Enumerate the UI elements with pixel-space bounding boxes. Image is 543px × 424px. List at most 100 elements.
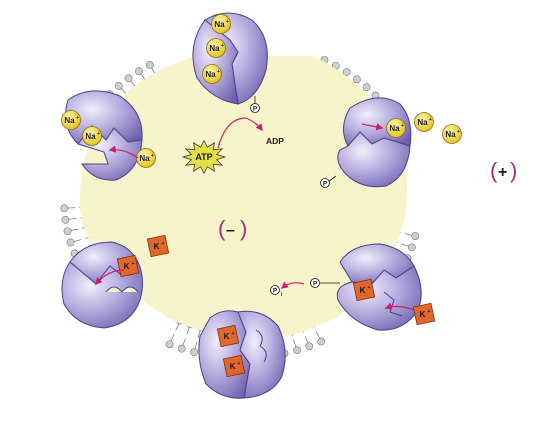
svg-text:+: + [429,117,432,123]
svg-text:K: K [224,332,230,341]
svg-text:K: K [420,310,426,319]
na-exit-arrow-right [361,123,384,131]
lipid-head-outer [177,344,186,353]
lipid-head-outer [165,340,174,349]
sodium-ion: Na+ [82,126,102,146]
lipid-head-outer [124,74,133,83]
lipid-head-outer [134,67,143,76]
k-entry-arrow-lower-right [384,302,415,311]
lipid-head-outer [63,227,72,236]
svg-text:+: + [221,43,224,49]
atp-to-adp-arrow [217,117,263,149]
svg-text:+: + [162,241,165,247]
svg-text:): ) [240,216,247,241]
lipid-head-outer [60,204,69,213]
na-entry-arrow-upper-left [108,145,139,159]
phosphate-top: P [250,96,260,113]
svg-text:Na: Na [205,70,216,79]
svg-text:ATP: ATP [195,152,212,162]
svg-text:+: + [217,69,220,75]
svg-text:+: + [132,261,135,267]
svg-text:Na: Na [85,132,96,141]
inside-charge-indicator: ( – ) [218,216,247,241]
svg-text:P: P [273,288,278,295]
potassium-ion: K+ [222,354,246,378]
svg-text:P: P [253,106,258,113]
sodium-ion: Na+ [211,14,231,34]
svg-text:+: + [226,19,229,25]
svg-text:+: + [151,153,154,159]
sodium-ion: Na+ [414,112,434,132]
sodium-ions: Na+Na+Na+Na+Na+Na+Na+Na+Na+ [61,14,462,168]
svg-text:Na: Na [209,44,220,53]
lipid-head-outer [352,75,361,84]
sodium-ion: Na+ [386,118,406,138]
potassium-ion: K+ [116,254,140,278]
k-entry-arrow-lower-left [95,269,125,286]
adp-label: ADP [266,136,284,146]
svg-text:Na: Na [214,20,225,29]
svg-text:Na: Na [389,124,400,133]
svg-text:+: + [232,331,235,337]
outside-charge-indicator: ( + ) [490,158,517,183]
atp-molecule: ATP [181,139,227,175]
transport-arrows [95,117,415,311]
lipid-head-outer [145,60,154,69]
potassium-ion: K+ [216,324,240,348]
lipid-head-outer [317,337,326,346]
svg-text:K: K [154,242,160,251]
sodium-ion: Na+ [136,148,156,168]
svg-text:+: + [97,131,100,137]
pi-release-arrow [280,281,305,289]
lipid-head-outer [362,83,371,92]
svg-text:Na: Na [445,130,456,139]
lipid-head-outer [114,82,123,90]
svg-text:): ) [510,158,517,183]
svg-text:K: K [230,362,236,371]
lipid-head-outer [407,243,416,252]
svg-text:(: ( [490,158,498,183]
svg-text:P: P [323,181,328,188]
cytoplasm-interior [79,56,408,340]
lipid-head-outer [305,342,314,351]
svg-text:+: + [238,361,241,367]
potassium-ion: K+ [412,302,436,326]
svg-text:Na: Na [64,116,75,125]
svg-text:K: K [124,262,130,271]
inorganic-phosphate: P i [270,285,283,298]
pump-protein-bottom [198,310,286,399]
svg-text:P: P [313,281,318,288]
svg-text:+: + [76,115,79,121]
svg-text:+: + [457,129,460,135]
pump-protein-lower-left [61,241,144,329]
svg-text:(: ( [218,216,226,241]
svg-text:Na: Na [417,118,428,127]
svg-text:–: – [226,222,235,239]
sodium-ion: Na+ [206,38,226,58]
pump-protein-right [337,97,412,188]
potassium-ion: K+ [352,278,376,302]
svg-text:K: K [360,286,366,295]
phosphate-lower-right: P [310,278,340,288]
phosphate-right: P [320,175,337,188]
lipid-head-outer [411,232,420,240]
pump-protein-top [192,12,268,105]
svg-text:+: + [368,285,371,291]
potassium-ion: K+ [146,234,170,258]
sodium-ion: Na+ [442,124,462,144]
lipid-head-outer [342,68,351,77]
sodium-ion: Na+ [202,64,222,84]
svg-text:i: i [281,292,283,298]
lipid-head-outer [61,215,70,224]
svg-text:Na: Na [139,154,150,163]
lipid-head-outer [66,238,75,247]
svg-text:+: + [401,123,404,129]
sodium-ion: Na+ [61,110,81,130]
pump-protein-lower-right [336,243,422,331]
lipid-head-outer [190,348,199,357]
lipid-head-outer [293,346,301,355]
svg-text:+: + [428,309,431,315]
svg-text:+: + [498,164,507,181]
potassium-ions: K+K+K+K+K+K+ [116,234,436,378]
